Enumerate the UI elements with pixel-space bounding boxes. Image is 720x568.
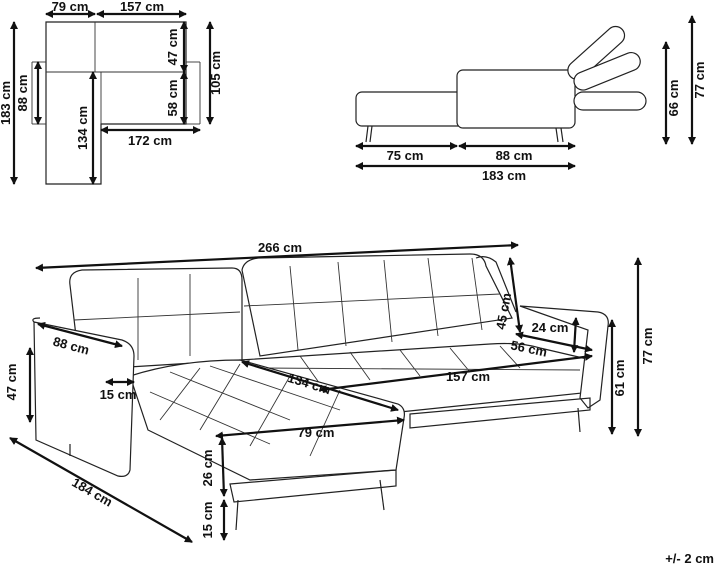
top-dim-157: 157 cm [120, 0, 164, 14]
side-dim-88: 88 cm [496, 148, 533, 163]
side-dim-183: 183 cm [482, 168, 526, 183]
persp-dim-77: 77 cm [640, 328, 655, 365]
persp-dim-15a: 15 cm [100, 387, 137, 402]
top-dim-172: 172 cm [128, 133, 172, 148]
persp-dim-56: 56 cm [509, 337, 548, 359]
top-view: 79 cm 157 cm 183 cm 88 cm 47 cm 105 cm 5… [0, 0, 223, 185]
side-back [456, 69, 576, 129]
persp-dim-26: 26 cm [200, 450, 215, 487]
persp-dim-15b: 15 cm [200, 502, 215, 539]
persp-dim-47: 47 cm [4, 364, 19, 401]
persp-dim-157: 157 cm [446, 369, 490, 384]
persp-dim-79: 79 cm [298, 425, 335, 440]
top-dim-134: 134 cm [75, 106, 90, 150]
persp-dim-24: 24 cm [532, 320, 569, 335]
side-recline-1 [567, 25, 626, 80]
tolerance-note: +/- 2 cm [665, 551, 714, 566]
persp-dim-45: 45 cm [493, 292, 514, 331]
top-dim-79: 79 cm [52, 0, 89, 14]
persp-dim-266: 266 cm [258, 240, 302, 255]
side-seat-left [355, 91, 467, 127]
side-dim-66: 66 cm [666, 80, 681, 117]
side-dim-75: 75 cm [387, 148, 424, 163]
perspective-view: 266 cm 45 cm 24 cm 56 cm 157 cm 134 cm 8… [4, 240, 655, 543]
persp-dim-61: 61 cm [612, 360, 627, 397]
side-recline-2 [573, 51, 641, 91]
back-right [241, 253, 513, 357]
top-dim-58: 58 cm [165, 80, 180, 117]
top-dim-88: 88 cm [15, 75, 30, 112]
chaise [129, 359, 405, 481]
side-recline-3 [573, 91, 647, 111]
top-dim-183: 183 cm [0, 81, 13, 125]
persp-dim-184: 184 cm [69, 475, 115, 510]
top-dim-105: 105 cm [208, 51, 223, 95]
side-dim-77: 77 cm [692, 62, 707, 99]
top-dim-47: 47 cm [165, 29, 180, 66]
side-view: 75 cm 88 cm 183 cm 66 cm 77 cm [355, 15, 707, 183]
